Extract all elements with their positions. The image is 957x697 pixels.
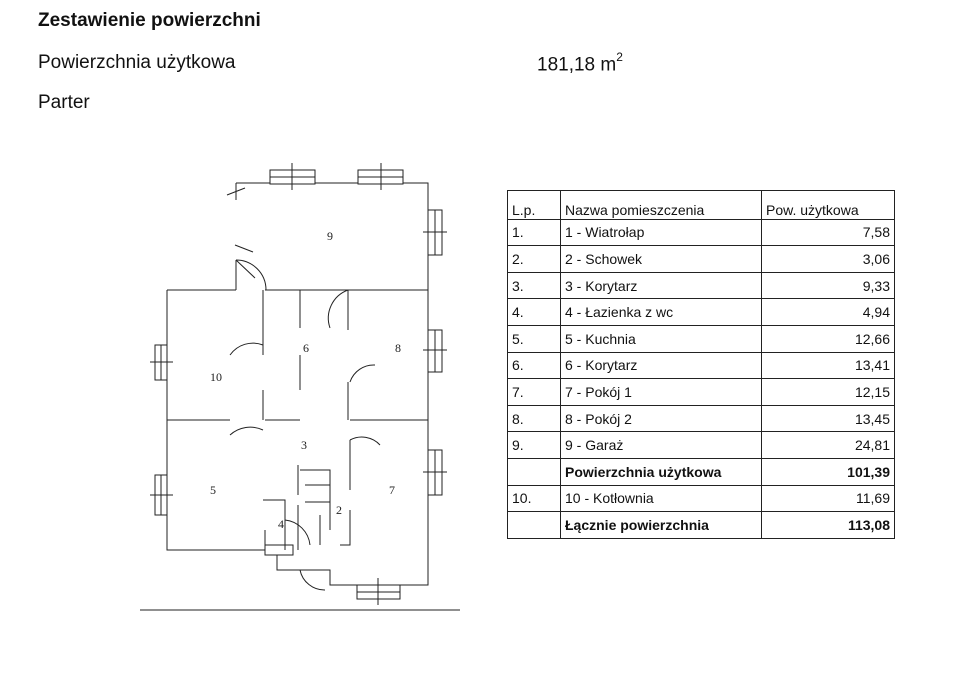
floor-plan: 9 6 8 10 3 5 7 4 2 bbox=[140, 163, 460, 611]
cell-area: 3,06 bbox=[761, 245, 895, 273]
cell-area: 24,81 bbox=[761, 431, 895, 459]
cell-room-name: 6 - Korytarz bbox=[560, 351, 762, 380]
cell-lp: 1. bbox=[507, 218, 561, 247]
cell-room-name: 3 - Korytarz bbox=[560, 271, 762, 300]
room-label: 10 bbox=[210, 370, 222, 384]
cell-room-name: 2 - Schowek bbox=[560, 245, 762, 273]
room-label: 9 bbox=[327, 229, 333, 243]
cell-lp bbox=[507, 511, 561, 539]
cell-area: 12,66 bbox=[761, 324, 895, 353]
cell-area: 9,33 bbox=[761, 271, 895, 300]
room-label: 2 bbox=[336, 503, 342, 517]
usable-area-exponent: 2 bbox=[616, 50, 623, 64]
cell-area: 13,45 bbox=[761, 404, 895, 433]
cell-lp: 2. bbox=[507, 245, 561, 273]
cell-room-name: Powierzchnia użytkowa bbox=[560, 457, 762, 486]
room-label: 5 bbox=[210, 483, 216, 497]
cell-area: 7,58 bbox=[761, 218, 895, 247]
room-label: 8 bbox=[395, 341, 401, 355]
room-label: 4 bbox=[278, 517, 284, 531]
cell-area: 12,15 bbox=[761, 378, 895, 406]
room-label: 7 bbox=[389, 483, 395, 497]
cell-lp: 7. bbox=[507, 378, 561, 406]
room-label: 6 bbox=[303, 341, 309, 355]
header-usable-area: Pow. użytkowa bbox=[761, 190, 895, 220]
cell-area: 13,41 bbox=[761, 351, 895, 380]
cell-area: 11,69 bbox=[761, 484, 895, 513]
cell-room-name: Łącznie powierzchnia bbox=[560, 511, 762, 539]
header-room-name: Nazwa pomieszczenia bbox=[560, 190, 762, 220]
cell-room-name: 5 - Kuchnia bbox=[560, 324, 762, 353]
cell-lp bbox=[507, 457, 561, 486]
cell-room-name: 7 - Pokój 1 bbox=[560, 378, 762, 406]
cell-area: 4,94 bbox=[761, 298, 895, 326]
cell-lp: 9. bbox=[507, 431, 561, 459]
cell-lp: 10. bbox=[507, 484, 561, 513]
cell-area: 113,08 bbox=[761, 511, 895, 539]
cell-lp: 5. bbox=[507, 324, 561, 353]
cell-room-name: 10 - Kotłownia bbox=[560, 484, 762, 513]
room-area-table: L.p. Nazwa pomieszczenia Pow. użytkowa 1… bbox=[507, 190, 895, 539]
cell-lp: 3. bbox=[507, 271, 561, 300]
room-label: 3 bbox=[301, 438, 307, 452]
cell-area: 101,39 bbox=[761, 457, 895, 486]
cell-lp: 4. bbox=[507, 298, 561, 326]
cell-room-name: 8 - Pokój 2 bbox=[560, 404, 762, 433]
cell-room-name: 1 - Wiatrołap bbox=[560, 218, 762, 247]
header-lp: L.p. bbox=[507, 190, 561, 220]
table-header-row: L.p. Nazwa pomieszczenia Pow. użytkowa bbox=[507, 190, 895, 220]
cell-lp: 6. bbox=[507, 351, 561, 380]
cell-room-name: 9 - Garaż bbox=[560, 431, 762, 459]
usable-area-value: 181,18 m2 bbox=[537, 50, 623, 76]
floor-label: Parter bbox=[38, 92, 90, 113]
usable-area-label: Powierzchnia użytkowa bbox=[38, 52, 236, 73]
usable-area-number: 181,18 m bbox=[537, 54, 617, 76]
cell-lp: 8. bbox=[507, 404, 561, 433]
cell-room-name: 4 - Łazienka z wc bbox=[560, 298, 762, 326]
page-title: Zestawienie powierzchni bbox=[38, 10, 261, 31]
